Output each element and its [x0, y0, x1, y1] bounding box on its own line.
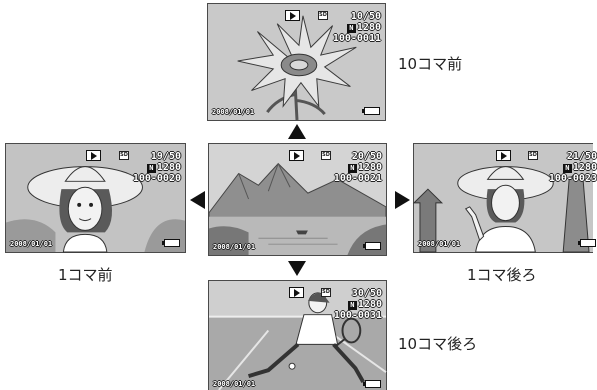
- frame-counter: 10/50: [350, 11, 381, 22]
- file-number: 100-0020: [132, 173, 181, 184]
- image-size: 1280: [356, 22, 381, 33]
- sd-card-icon: SD: [321, 288, 331, 297]
- tennis-image: [209, 281, 387, 390]
- frame-counter: 30/50: [351, 288, 382, 299]
- image-size: 1280: [156, 162, 181, 173]
- image-size: 1280: [572, 162, 597, 173]
- flower-image: [208, 4, 385, 121]
- n-quality-icon: N: [346, 24, 356, 33]
- n-quality-icon: N: [562, 164, 572, 173]
- label-ten-frames-back: 10コマ前: [398, 55, 463, 73]
- n-quality-icon: N: [146, 164, 156, 173]
- play-mode-icon: [496, 150, 511, 161]
- frame-counter: 20/50: [351, 151, 382, 162]
- play-mode-icon: [289, 287, 304, 298]
- battery-icon: [162, 239, 180, 247]
- portrait-image: [412, 144, 593, 253]
- date-stamp: 2008/01/01: [212, 108, 255, 116]
- battery-icon: [363, 380, 381, 388]
- portrait-image: [6, 144, 185, 253]
- arrow-up-icon: [288, 124, 306, 139]
- arrow-down-icon: [288, 261, 306, 276]
- file-number: 100-0031: [333, 310, 382, 321]
- battery-icon: [362, 107, 380, 115]
- sd-card-icon: SD: [318, 11, 328, 20]
- arrow-left-icon: [190, 191, 205, 209]
- date-stamp: 2008/01/01: [213, 380, 256, 388]
- label-one-frame-back: 1コマ前: [58, 266, 113, 284]
- sd-card-icon: SD: [321, 151, 331, 160]
- date-stamp: 2008/01/01: [10, 240, 53, 248]
- play-mode-icon: [289, 150, 304, 161]
- battery-icon: [363, 242, 381, 250]
- sd-card-icon: SD: [119, 151, 129, 160]
- file-number: 100-0011: [332, 33, 381, 44]
- image-size: 1280: [357, 162, 382, 173]
- n-quality-icon: N: [347, 301, 357, 310]
- frame-counter: 21/50: [566, 151, 597, 162]
- image-size: 1280: [357, 299, 382, 310]
- file-number: 100-0023: [548, 173, 597, 184]
- frame-counter: 19/50: [150, 151, 181, 162]
- file-number: 100-0021: [333, 173, 382, 184]
- play-mode-icon: [285, 10, 300, 21]
- label-one-frame-forward: 1コマ後ろ: [467, 266, 537, 284]
- label-ten-frames-forward: 10コマ後ろ: [398, 335, 478, 353]
- date-stamp: 2008/01/01: [418, 240, 461, 248]
- n-quality-icon: N: [347, 164, 357, 173]
- play-mode-icon: [86, 150, 101, 161]
- date-stamp: 2008/01/01: [213, 243, 256, 251]
- arrow-right-icon: [395, 191, 410, 209]
- battery-icon: [578, 239, 596, 247]
- sd-card-icon: SD: [528, 151, 538, 160]
- landscape-image: [208, 144, 387, 255]
